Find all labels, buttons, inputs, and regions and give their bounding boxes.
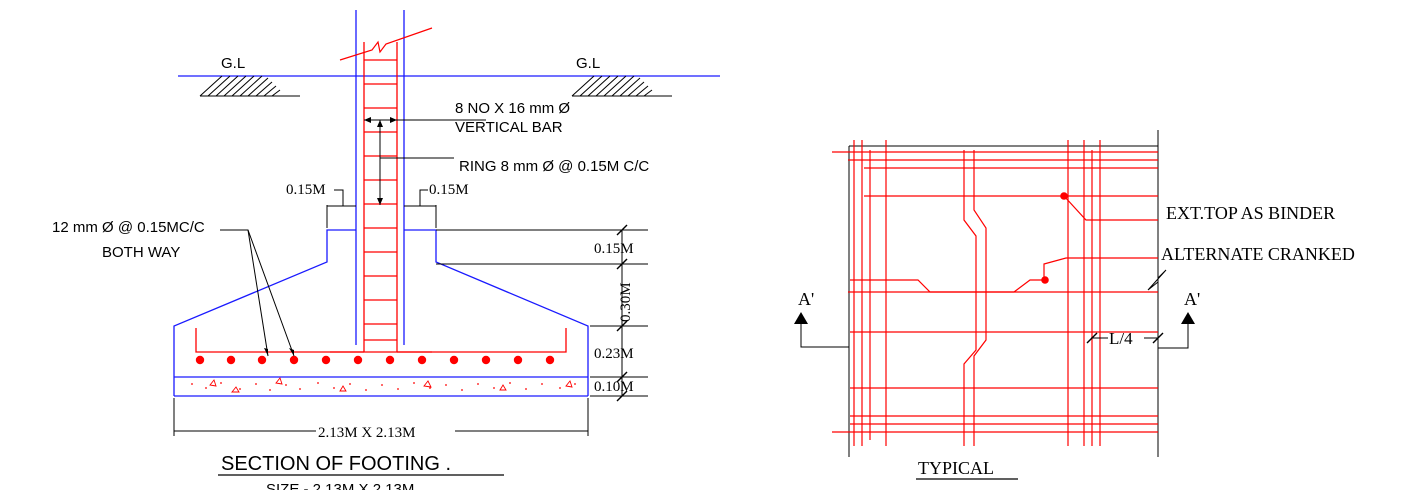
footing-outline-right [404, 229, 589, 377]
section-left-label: A' [798, 289, 814, 309]
typical-plan: EXT.TOP AS BINDER ALTERNATE CRANKED A' A… [794, 130, 1355, 480]
footing-outline-left [173, 229, 356, 377]
binder-label: EXT.TOP AS BINDER [1166, 203, 1335, 223]
mesh-label-2: BOTH WAY [102, 244, 180, 261]
plan-horizontal-bars [832, 151, 1158, 433]
mesh-leader [220, 229, 295, 357]
gl-right-label: G.L [576, 55, 600, 72]
plan-title: TYPICAL [918, 458, 994, 478]
mesh-arrow-heads [264, 348, 294, 356]
break-line [339, 27, 433, 61]
mesh-bar-dots [195, 355, 555, 365]
offset-right-label: 0.15M [429, 182, 469, 198]
plan-vertical-bars [853, 140, 1101, 446]
offset-left-label: 0.15M [286, 182, 326, 198]
quarter-dim-label: L/4 [1109, 329, 1133, 348]
section-of-footing: G.L G.L [52, 10, 720, 490]
offset-right-leader [419, 189, 428, 206]
plan-break-symbol [1147, 269, 1167, 291]
section-subtitle: SIZE - 2.13M X 2.13M [266, 481, 414, 490]
section-arrow-right-icon [1181, 312, 1195, 324]
dim-slope-label: 0.30M [618, 282, 634, 322]
bottom-mesh-bar [195, 328, 567, 353]
vertical-bar-label-2: VERTICAL BAR [455, 119, 563, 136]
mesh-leader-2 [247, 229, 269, 357]
cranked-dot [1041, 276, 1049, 284]
gl-left-label: G.L [221, 55, 245, 72]
dim-pcc-label: 0.10M [594, 379, 634, 395]
section-right-label: A' [1184, 289, 1200, 309]
quarter-tick-right [1152, 332, 1164, 344]
ring-label: RING 8 mm Ø @ 0.15M C/C [459, 158, 649, 175]
section-title: SECTION OF FOOTING . [221, 453, 451, 475]
section-marker-right-line [1158, 324, 1189, 349]
plan-cranked-vertical-2 [973, 150, 987, 446]
pcc-aggregate [209, 377, 573, 393]
dim-base-label: 0.23M [594, 346, 634, 362]
dim-ticks [616, 224, 628, 402]
section-marker-left-line [800, 322, 849, 348]
dim-top-label: 0.15M [594, 241, 634, 257]
pcc-concrete-hatch [191, 382, 576, 391]
plan-binder-bar [1063, 195, 1158, 221]
plan-cranked-vertical-1 [963, 150, 977, 446]
cranked-label: ALTERNATE CRANKED [1161, 244, 1355, 264]
ground-hatch-right [571, 75, 672, 97]
ground-hatch-left [199, 75, 300, 97]
section-arrow-left-icon [794, 312, 808, 324]
offset-left-leader [334, 189, 344, 206]
plan-cranked-horizontal [850, 257, 1158, 293]
binder-dot [1060, 192, 1068, 200]
dim-width-label: 2.13M X 2.13M [318, 425, 416, 441]
quarter-tick-left [1086, 332, 1098, 344]
vertical-bar-label-1: 8 NO X 16 mm Ø [455, 100, 570, 117]
mesh-label-1: 12 mm Ø @ 0.15MC/C [52, 219, 205, 236]
